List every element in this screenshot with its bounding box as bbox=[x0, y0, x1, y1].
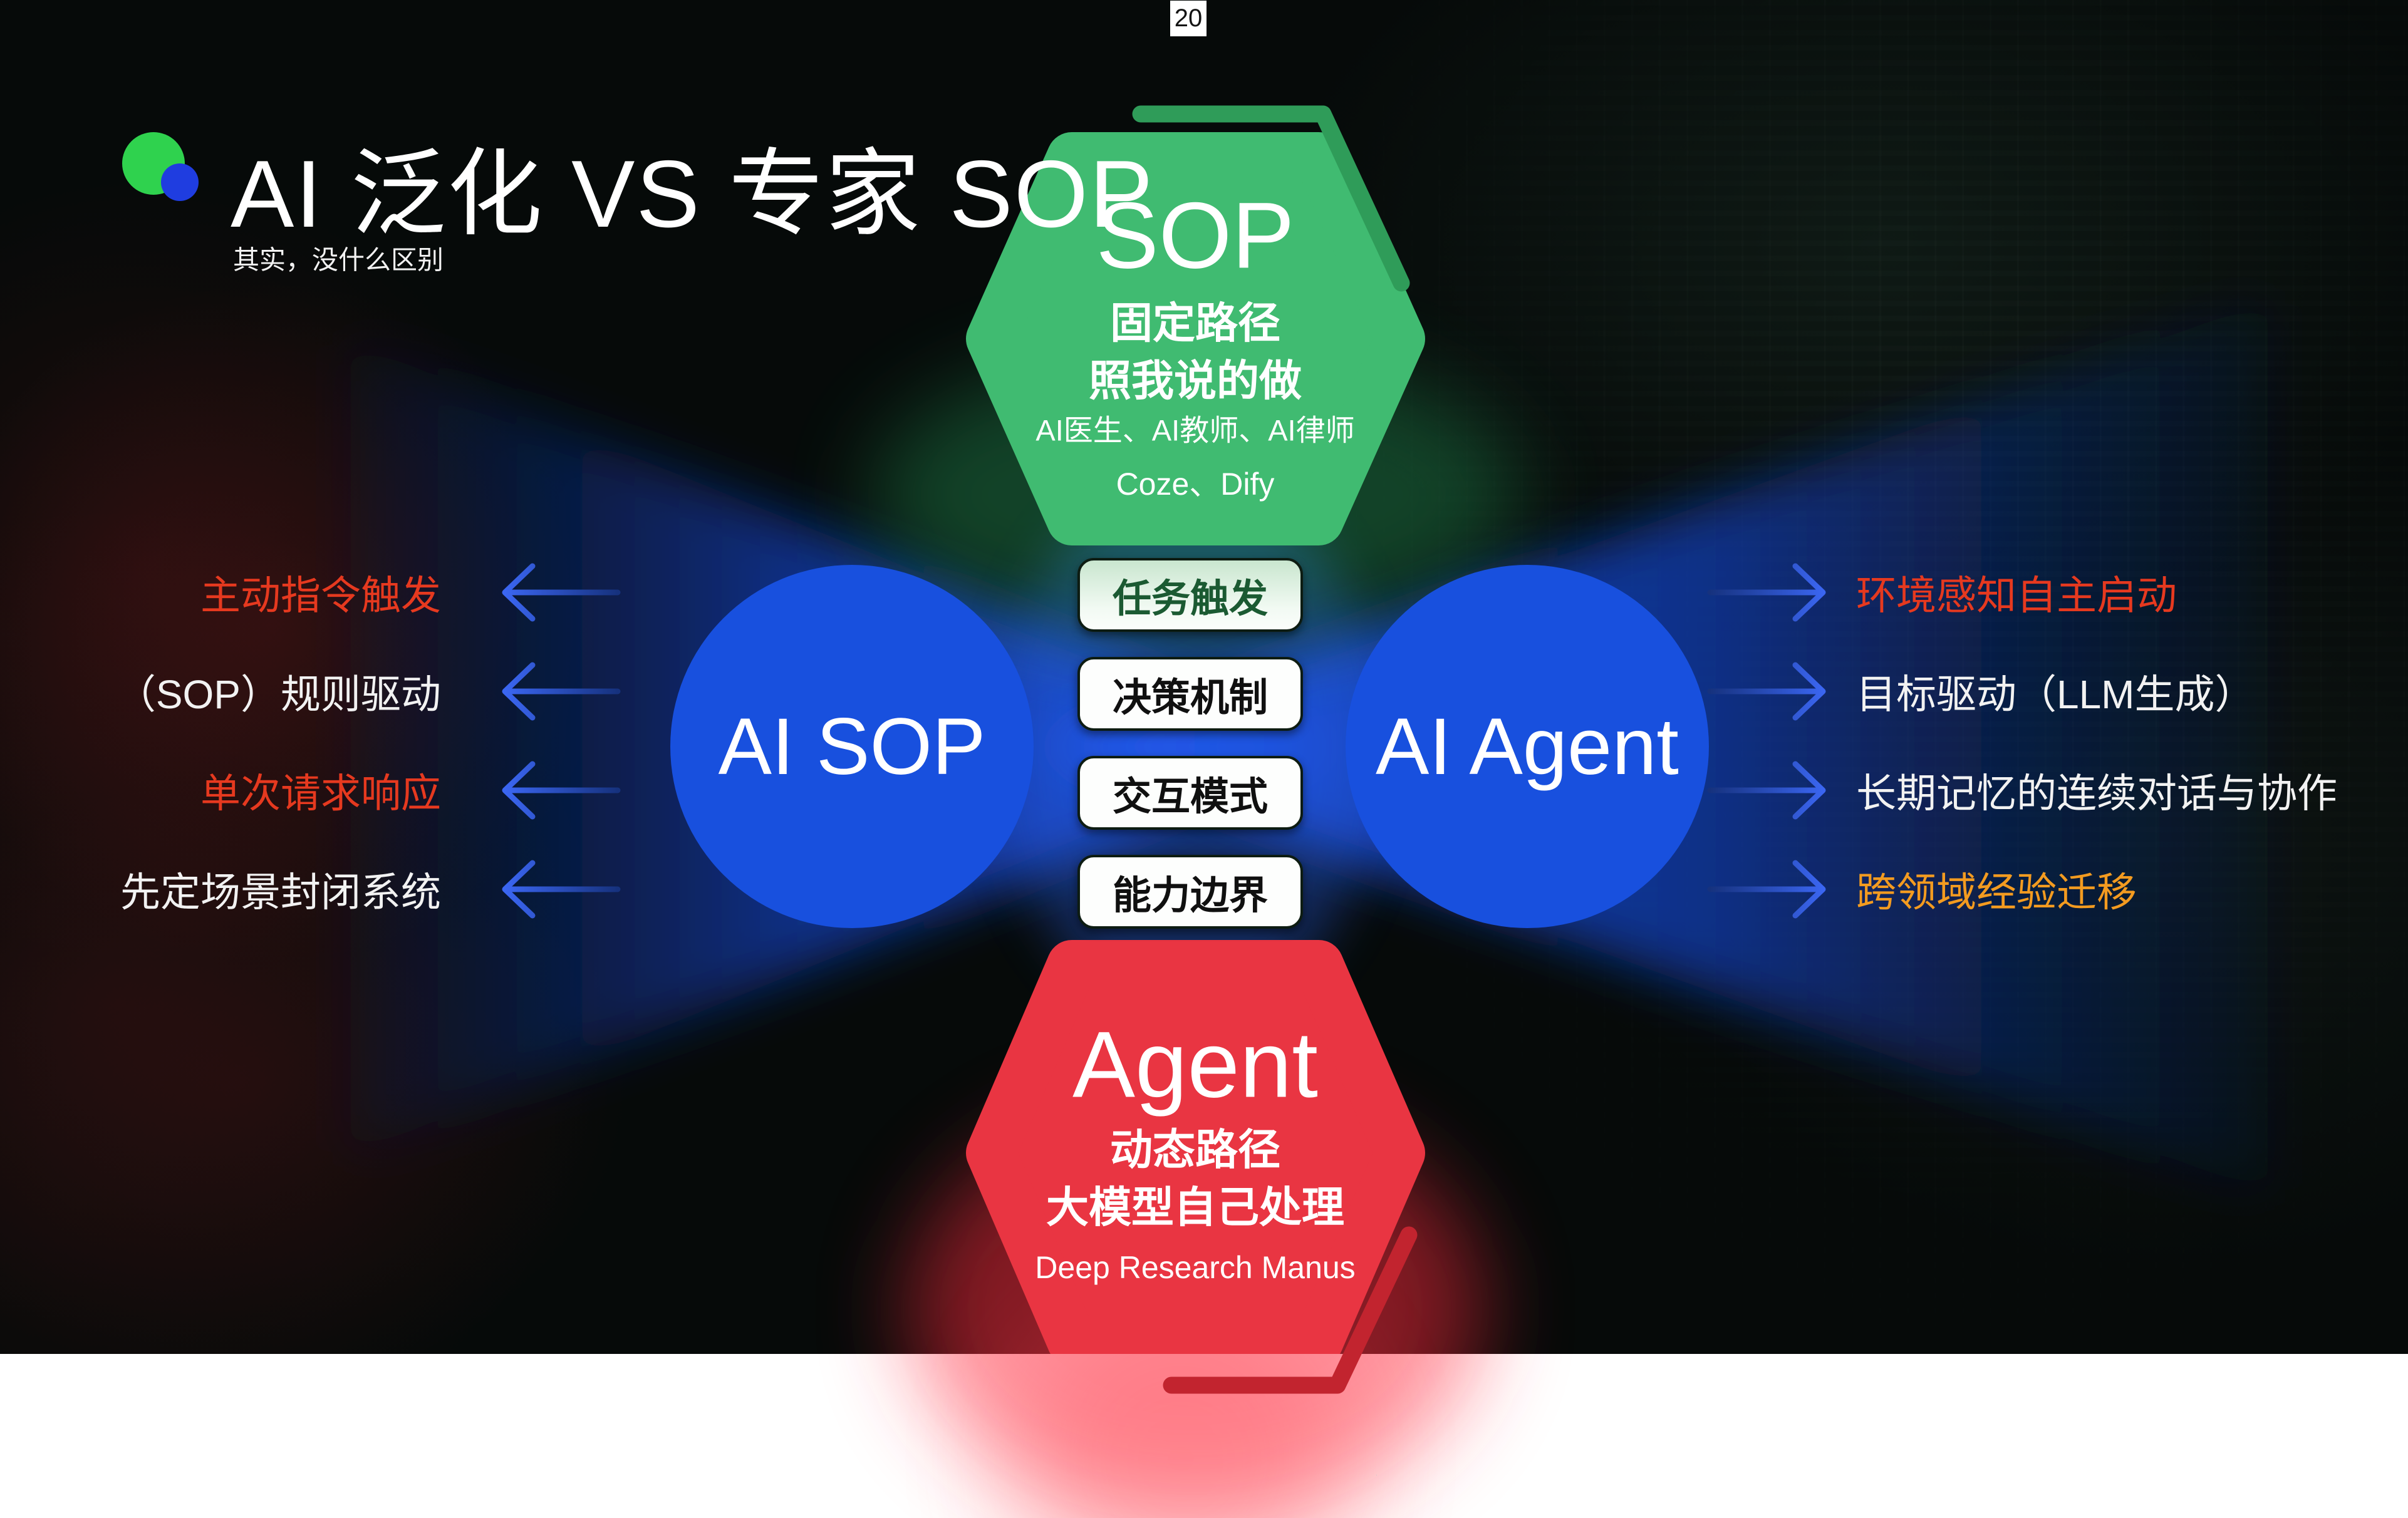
left-arrows bbox=[502, 563, 621, 919]
dimension-label: 任务触发 bbox=[1112, 577, 1268, 621]
agent-hexagon bbox=[966, 940, 1425, 1354]
right-arrows bbox=[1707, 563, 1826, 919]
page-number-badge: 20 bbox=[1170, 1, 1207, 36]
ai-agent-circle-label: AI Agent bbox=[1376, 701, 1679, 792]
dimension-label: 决策机制 bbox=[1112, 676, 1268, 720]
agent-accent-stroke bbox=[1163, 1226, 1418, 1394]
ai-agent-circle: AI Agent bbox=[1346, 565, 1709, 928]
ai-sop-circle-label: AI SOP bbox=[718, 701, 986, 792]
dimension-box-decision: 决策机制 bbox=[1077, 657, 1303, 731]
ai-sop-circle: AI SOP bbox=[670, 565, 1034, 928]
dimension-label: 能力边界 bbox=[1112, 874, 1268, 917]
dimension-box-capability: 能力边界 bbox=[1077, 855, 1303, 929]
sop-accent-stroke bbox=[1132, 105, 1410, 292]
dimension-box-task-trigger: 任务触发 bbox=[1077, 558, 1303, 632]
page-number: 20 bbox=[1174, 4, 1203, 32]
title-dot-blue-icon bbox=[161, 163, 199, 201]
sop-hexagon bbox=[966, 132, 1425, 545]
dimension-box-interaction: 交互模式 bbox=[1077, 756, 1303, 830]
dimension-label: 交互模式 bbox=[1112, 775, 1268, 818]
